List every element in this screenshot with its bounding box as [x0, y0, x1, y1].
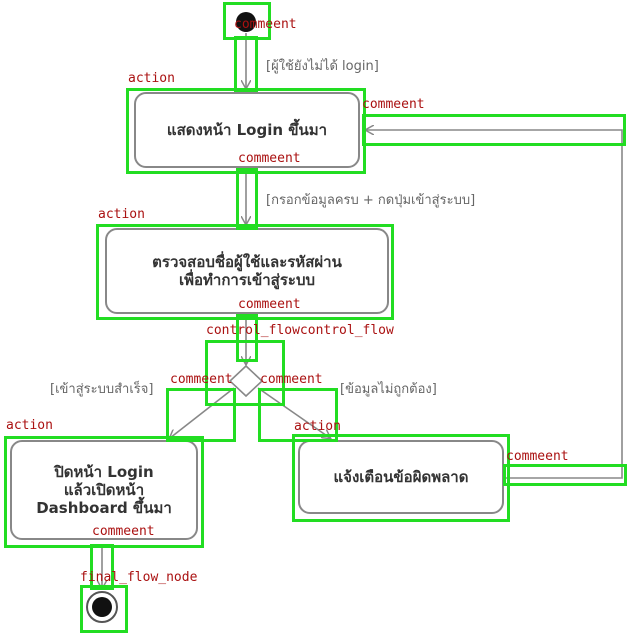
annotation-box-edge-verify: [236, 314, 258, 362]
annotation-label-final: final_flow_node: [80, 570, 198, 585]
annotation-label-dashboard-bottom: commeent: [92, 524, 155, 539]
initial-node: [236, 12, 256, 32]
annotation-box-final: [80, 585, 128, 633]
action-verify-label: ตรวจสอบชื่อผู้ใช้และรหัสผ่าน เพื่อทำการเ…: [152, 253, 342, 289]
action-show-login-label: แสดงหน้า Login ขึ้นมา: [166, 121, 328, 139]
annotation-box-loop: [362, 114, 626, 146]
annotation-box-control-flow: [205, 340, 285, 406]
edge-decision-to-error: [257, 387, 330, 438]
guard-login-ok: [เข้าสู่ระบบสำเร็จ]: [50, 382, 154, 397]
guard-not-logged-in: [ผู้ใช้ยังไม่ได้ login]: [266, 59, 379, 74]
edge-error-to-login-loop: [366, 130, 623, 479]
annotation-box-comment-left: [166, 388, 236, 442]
edge-decision-to-dashboard: [170, 387, 235, 438]
action-show-error-label: แจ้งเตือนข้อผิดพลาด: [333, 468, 469, 486]
annotation-label-comment-right: commeent: [260, 372, 323, 387]
annotation-label-comment-left: commeent: [170, 372, 233, 387]
annotation-label-loop: commeent: [362, 97, 425, 112]
guard-invalid-data: [ข้อมูลไม่ถูกต้อง]: [340, 382, 437, 397]
action-open-dashboard: ปิดหน้า Login แล้วเปิดหน้า Dashboard ขึ้…: [10, 440, 198, 540]
annotation-label-action-dashboard: action: [6, 418, 53, 433]
annotation-label-verify-bottom: commeent: [238, 297, 301, 312]
guard-fill-and-submit: [กรอกข้อมูลครบ + กดปุ่มเข้าสู่ระบบ]: [266, 193, 476, 208]
decision-node: [228, 364, 264, 398]
annotation-box-error-right: [503, 464, 627, 486]
annotation-label-error-right: commeent: [506, 449, 569, 464]
action-show-login: แสดงหน้า Login ขึ้นมา: [134, 92, 360, 168]
action-show-error: แจ้งเตือนข้อผิดพลาด: [298, 440, 504, 514]
annotation-label-action-verify: action: [98, 207, 145, 222]
annotation-label-login-bottom: commeent: [238, 151, 301, 166]
annotation-box-action-error: [292, 434, 510, 522]
annotation-label-start: commeent: [234, 17, 297, 32]
annotation-box-comment-right: [258, 388, 338, 442]
annotation-box-edge-login: [236, 168, 258, 230]
annotation-label-action-login: action: [128, 71, 175, 86]
annotation-box-edge-dashboard: [90, 544, 114, 590]
annotation-label-action-error: action: [294, 419, 341, 434]
annotation-box-action-verify: [96, 224, 394, 320]
annotation-box-edge-start: [234, 36, 258, 92]
action-open-dashboard-label: ปิดหน้า Login แล้วเปิดหน้า Dashboard ขึ้…: [36, 463, 172, 517]
final-node-dot: [92, 597, 112, 617]
annotation-label-control-flow: control_flowcontrol_flow: [206, 323, 394, 338]
action-verify-credentials: ตรวจสอบชื่อผู้ใช้และรหัสผ่าน เพื่อทำการเ…: [105, 228, 389, 314]
